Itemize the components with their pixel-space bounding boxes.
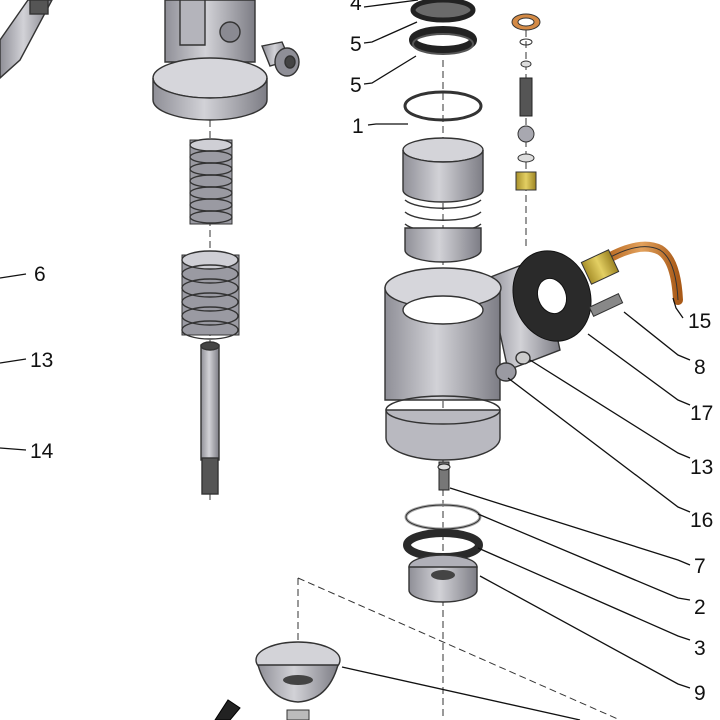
callout-1: 1 [352, 115, 364, 138]
portafilter-handle-partial [214, 699, 310, 720]
callout-15: 15 [688, 310, 711, 333]
top-gaskets [403, 0, 483, 122]
callout-13-left: 13 [30, 349, 53, 372]
copper-tube-fitting [580, 241, 683, 317]
cylinder-sleeve [402, 137, 484, 263]
callout-3: 3 [694, 637, 706, 660]
left-edge-shaft [0, 0, 53, 79]
callout-14: 14 [30, 440, 54, 463]
main-group-body [384, 250, 592, 491]
callout-17: 17 [690, 402, 713, 425]
callout-5-upper: 5 [350, 33, 362, 56]
callout-8: 8 [694, 356, 706, 379]
leader-lines [0, 0, 691, 720]
callout-4: 4 [350, 0, 362, 15]
valve-parts-column [511, 13, 541, 191]
callout-2: 2 [694, 596, 706, 619]
lower-spring-and-rod [181, 250, 240, 495]
callout-labels: 4 5 5 1 6 13 14 15 8 17 13 16 7 2 3 9 [30, 0, 713, 705]
callout-5-lower: 5 [350, 74, 362, 97]
upper-spring [189, 138, 233, 225]
lower-gaskets-and-screen [403, 503, 483, 603]
callout-7: 7 [694, 555, 706, 578]
callout-9: 9 [694, 682, 706, 705]
filter-basket [255, 641, 341, 703]
callout-6: 6 [34, 263, 46, 286]
callout-16: 16 [690, 509, 713, 532]
group-head-body [152, 0, 300, 121]
callout-13-right: 13 [690, 456, 713, 479]
